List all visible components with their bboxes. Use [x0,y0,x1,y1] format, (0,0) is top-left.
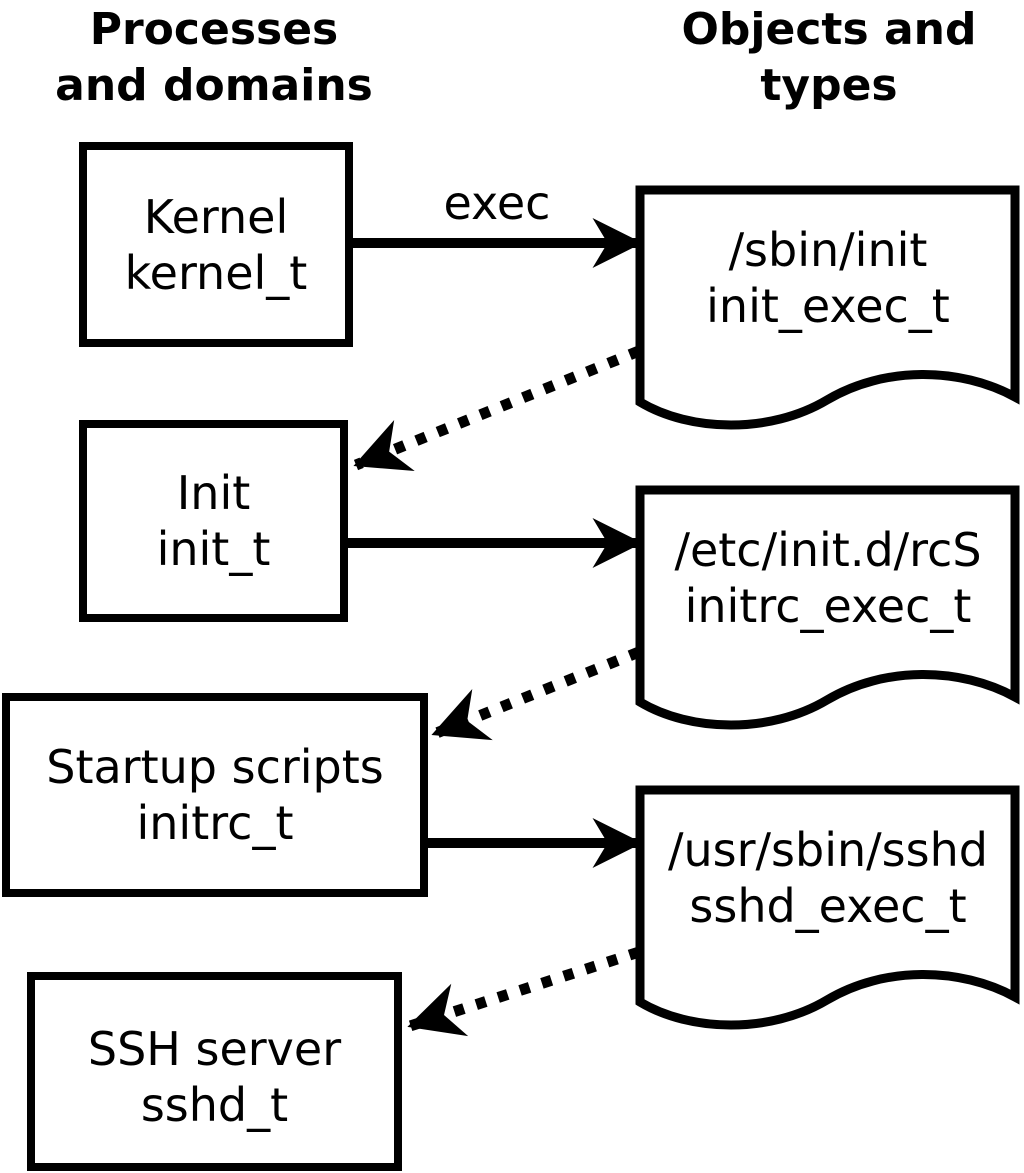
transition-arrow-rcs-to-initrc [431,646,642,741]
object-type: init_exec_t [706,279,950,333]
left-column-header: Processes and domains [24,2,404,114]
process-name: Kernel [143,189,289,244]
process-box-ssh-server: SSH server sshd_t [27,972,402,1171]
transition-arrow-sbin-init-to-init [353,345,642,471]
right-column-header-line2: types [760,60,898,111]
process-domain: kernel_t [124,245,308,300]
transition-arrow-sshd-exec-to-sshd [407,946,641,1037]
object-type: initrc_exec_t [684,579,972,633]
process-name: Startup scripts [46,740,384,794]
process-box-kernel: Kernel kernel_t [79,142,353,347]
process-domain: init_t [156,522,271,576]
process-domain: sshd_t [140,1077,289,1132]
document-shape-sbin-init [635,185,1020,430]
process-domain: initrc_t [136,796,294,850]
process-box-startup-scripts: Startup scripts initrc_t [2,693,428,897]
object-label-usr-sbin-sshd: /usr/sbin/sshd sshd_exec_t [642,822,1014,934]
right-column-header: Objects and types [640,2,1018,114]
object-path: /usr/sbin/sshd [668,823,988,877]
left-column-header-line1: Processes [89,4,339,55]
object-type: sshd_exec_t [689,879,967,933]
object-path: /etc/init.d/rcS [674,523,982,577]
object-path: /sbin/init [728,223,928,277]
object-label-sbin-init: /sbin/init init_exec_t [642,222,1014,334]
right-column-header-line1: Objects and [681,4,977,55]
process-name: SSH server [87,1021,342,1076]
document-shape-usr-sbin-sshd [635,785,1020,1030]
document-shape-etc-initd-rcs [635,485,1020,730]
process-name: Init [176,466,251,520]
left-column-header-line2: and domains [55,60,373,111]
process-box-init: Init init_t [79,420,348,622]
object-label-etc-initd-rcs: /etc/init.d/rcS initrc_exec_t [642,522,1014,634]
exec-arrow-label: exec [443,176,551,230]
